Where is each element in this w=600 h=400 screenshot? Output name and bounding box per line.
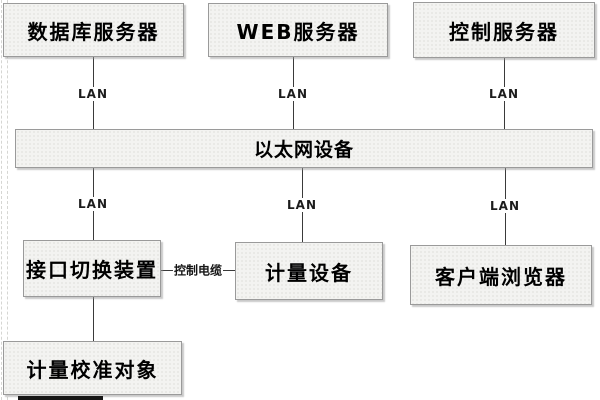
lan-label-web: LAN [275,87,311,101]
lan-label-database: LAN [75,87,111,101]
node-control-server-label: 控制服务器 [449,19,559,44]
node-ethernet-device: 以太网设备 [15,129,593,168]
node-database-server-label: 数据库服务器 [27,19,160,44]
node-calibration-target-label: 计量校准对象 [26,357,159,382]
node-calibration-target: 计量校准对象 [3,341,182,395]
node-database-server: 数据库服务器 [3,3,184,57]
lan-label-switch: LAN [75,197,111,211]
node-web-server: WEB服务器 [208,3,388,57]
node-interface-switch-label: 接口切换装置 [26,258,158,282]
lan-label-control: LAN [486,87,522,101]
node-ethernet-device-label: 以太网设备 [253,139,354,161]
node-metering-device-label: 计量设备 [265,260,353,285]
node-client-browser: 客户端浏览器 [410,245,592,305]
node-metering-device: 计量设备 [235,242,383,300]
edge-switch-to-calibration [93,297,94,341]
node-client-browser-label: 客户端浏览器 [435,264,567,289]
control-cable-label: 控制电缆 [172,261,224,279]
node-web-server-label: WEB服务器 [236,19,360,44]
lan-label-browser: LAN [487,199,523,213]
left-edge-artifact [1,0,2,400]
lan-label-metering: LAN [284,198,320,212]
left-edge-artifact [7,0,8,400]
bottom-edge-artifact [18,396,103,400]
node-control-server: 控制服务器 [413,2,595,58]
node-interface-switch: 接口切换装置 [23,240,161,297]
